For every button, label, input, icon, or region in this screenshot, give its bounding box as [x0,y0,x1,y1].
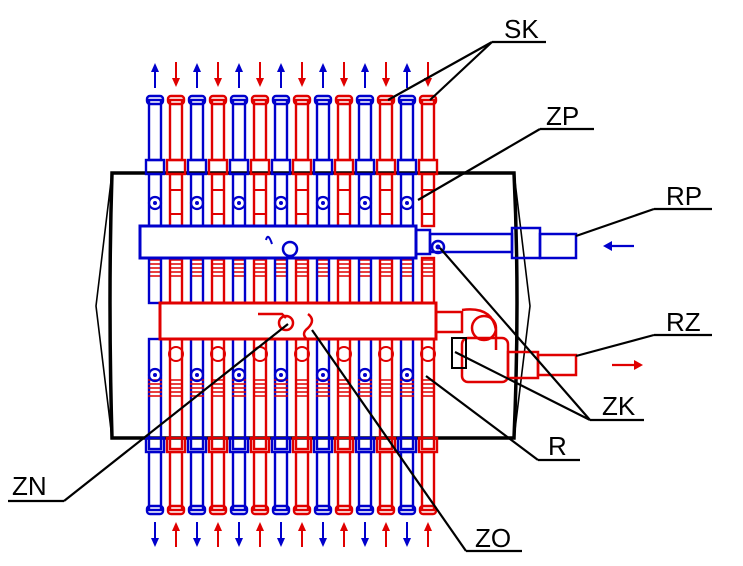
top-arrow-12 [382,62,390,87]
label-zn: ZN [8,323,289,503]
top-arrow-11 [361,63,369,88]
circuit-pipe-8 [291,94,313,516]
top-arrow-10 [340,62,348,87]
bottom-arrow-14 [424,522,432,547]
circuit-pipe-2 [165,94,187,516]
bottom-arrow-8 [298,522,306,547]
bottom-arrow-2 [172,522,180,547]
bottom-flow-arrows [151,522,432,547]
bottom-arrow-4 [214,522,222,547]
svg-text:ZN: ZN [12,471,47,501]
bottom-arrow-7 [277,522,285,547]
bottom-arrow-3 [193,522,201,547]
circuit-pipe-14 [417,94,439,516]
top-arrow-9 [319,63,327,88]
top-arrow-2 [172,62,180,87]
supply-manifold-bar [138,224,578,260]
circuit-pipe-6 [249,94,271,516]
label-zk: ZK [439,247,644,422]
bottom-arrow-9 [319,522,327,547]
circuit-pipe-9 [312,94,334,516]
circuit-pipe-10 [333,94,355,516]
circuit-pipe-1 [144,94,166,516]
return-manifold-bar [158,301,578,384]
label-r: R [425,375,580,462]
top-flow-arrows [151,62,432,88]
label-rz: RZ [575,307,712,358]
top-arrow-4 [214,62,222,87]
label-zp: ZP [417,101,594,201]
circuit-pipe-7 [270,94,292,516]
bottom-arrow-5 [235,522,243,547]
circuit-pipe-3 [186,94,208,516]
svg-text:RP: RP [666,181,702,211]
top-arrow-5 [235,63,243,88]
bottom-arrow-1 [151,522,159,547]
bottom-arrow-6 [256,522,264,547]
enclosure-box [95,171,531,440]
top-arrow-6 [256,62,264,87]
top-arrow-8 [298,62,306,87]
label-sk: SK [387,14,546,101]
label-zo: ZO [311,329,522,553]
bottom-arrow-12 [382,522,390,547]
svg-text:ZP: ZP [546,101,579,131]
top-arrow-1 [151,63,159,88]
circuit-pipe-5 [228,94,250,516]
circuit-pipe-12 [375,94,397,516]
top-arrow-3 [193,63,201,88]
bottom-arrow-11 [361,522,369,547]
rp-flow-arrow [603,241,634,251]
svg-text:RZ: RZ [666,307,701,337]
top-arrow-13 [403,63,411,88]
label-rp: RP [575,181,712,238]
circuit-pipe-13 [396,94,418,516]
top-arrow-14 [424,62,432,87]
circuit-pipe-4 [207,94,229,516]
circuit-pipe-11 [354,94,376,516]
svg-text:SK: SK [504,14,539,44]
bottom-arrow-13 [403,522,411,547]
svg-text:R: R [548,431,567,461]
rz-flow-arrow [612,360,643,370]
svg-text:ZO: ZO [475,523,511,553]
svg-text:ZK: ZK [602,391,636,421]
bottom-arrow-10 [340,522,348,547]
top-arrow-7 [277,63,285,88]
circuit-pipes [144,94,439,516]
